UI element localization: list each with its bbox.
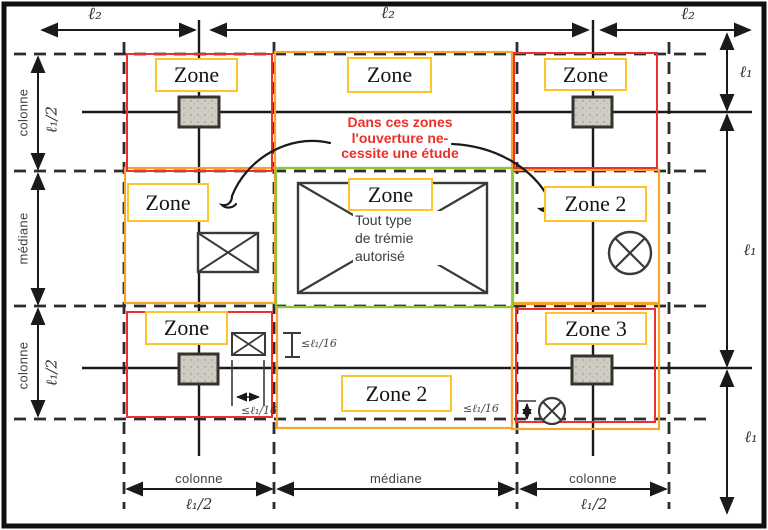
strip-label-colonne-bottom: colonne bbox=[15, 341, 31, 390]
column-bottom-right bbox=[570, 354, 614, 386]
limit-label-circle: ≤ℓ₁/16 bbox=[463, 402, 499, 415]
zone-label-bottom-right: Zone 3 bbox=[545, 312, 647, 345]
center-note: Tout type de trémie autorisé bbox=[353, 211, 447, 265]
column-top-left bbox=[177, 95, 221, 129]
column-top-right bbox=[571, 95, 614, 129]
bottom-label-colonne-right: colonne bbox=[569, 471, 617, 486]
zone-label-mid-right: Zone 2 bbox=[544, 186, 647, 222]
strip-label-mediane-left: médiane bbox=[15, 212, 31, 265]
dim-label-l1-middle: ℓ₁ bbox=[743, 240, 757, 259]
red-note: Dans ces zones l'ouverture ne- cessite u… bbox=[309, 114, 491, 162]
dim-label-l2-left: ℓ₂ bbox=[88, 4, 102, 24]
zone-label-top-right: Zone bbox=[544, 58, 627, 91]
dim-label-l2-right: ℓ₂ bbox=[681, 4, 695, 24]
green-zone-rect bbox=[274, 166, 515, 309]
limit-label-box-width: ≤ℓ₁/16 bbox=[241, 404, 277, 417]
red-note-line3: cessite une étude bbox=[341, 145, 459, 161]
circle-cross-icon bbox=[607, 230, 653, 276]
columns bbox=[177, 95, 614, 386]
crossed-box-icon bbox=[196, 231, 260, 274]
dim-label-l1-bottom: ℓ₁ bbox=[744, 427, 758, 446]
dim-label-l1half-bottom-right: ℓ₁/2 bbox=[580, 495, 608, 513]
dimension-lines bbox=[30, 22, 752, 515]
zone-label-bottom-middle: Zone 2 bbox=[341, 375, 452, 412]
column-bottom-left bbox=[177, 352, 220, 386]
dim-label-l2-middle: ℓ₂ bbox=[381, 3, 395, 23]
red-note-line1: Dans ces zones bbox=[347, 114, 453, 130]
strip-label-colonne-top: colonne bbox=[15, 88, 31, 137]
center-note-line3: autorisé bbox=[355, 248, 405, 264]
dim-label-l1half-left-bottom: ℓ₁/2 bbox=[42, 359, 61, 386]
zone-label-top-middle: Zone bbox=[347, 57, 432, 93]
center-note-line2: de trémie bbox=[355, 230, 414, 246]
red-note-line2: l'ouverture ne- bbox=[351, 129, 449, 146]
small-circle-cross-icon bbox=[517, 396, 567, 426]
red-zone-rects bbox=[126, 52, 658, 423]
zone-label-center: Zone bbox=[348, 178, 433, 211]
bottom-label-colonne-left: colonne bbox=[175, 471, 223, 486]
dim-label-l1half-left-top: ℓ₁/2 bbox=[42, 106, 61, 133]
dim-label-l1half-bottom-left: ℓ₁/2 bbox=[185, 495, 213, 513]
zone-label-mid-left: Zone bbox=[127, 183, 209, 222]
zone-label-top-left: Zone bbox=[155, 58, 238, 92]
bottom-label-mediane: médiane bbox=[370, 471, 422, 486]
zone-label-bottom-left: Zone bbox=[145, 311, 228, 345]
limit-label-box-height: ≤ℓ₁/16 bbox=[301, 337, 337, 350]
small-crossed-box-icon bbox=[231, 332, 301, 406]
center-note-line1: Tout type bbox=[355, 212, 412, 228]
dim-label-l1-top: ℓ₁ bbox=[739, 62, 753, 81]
